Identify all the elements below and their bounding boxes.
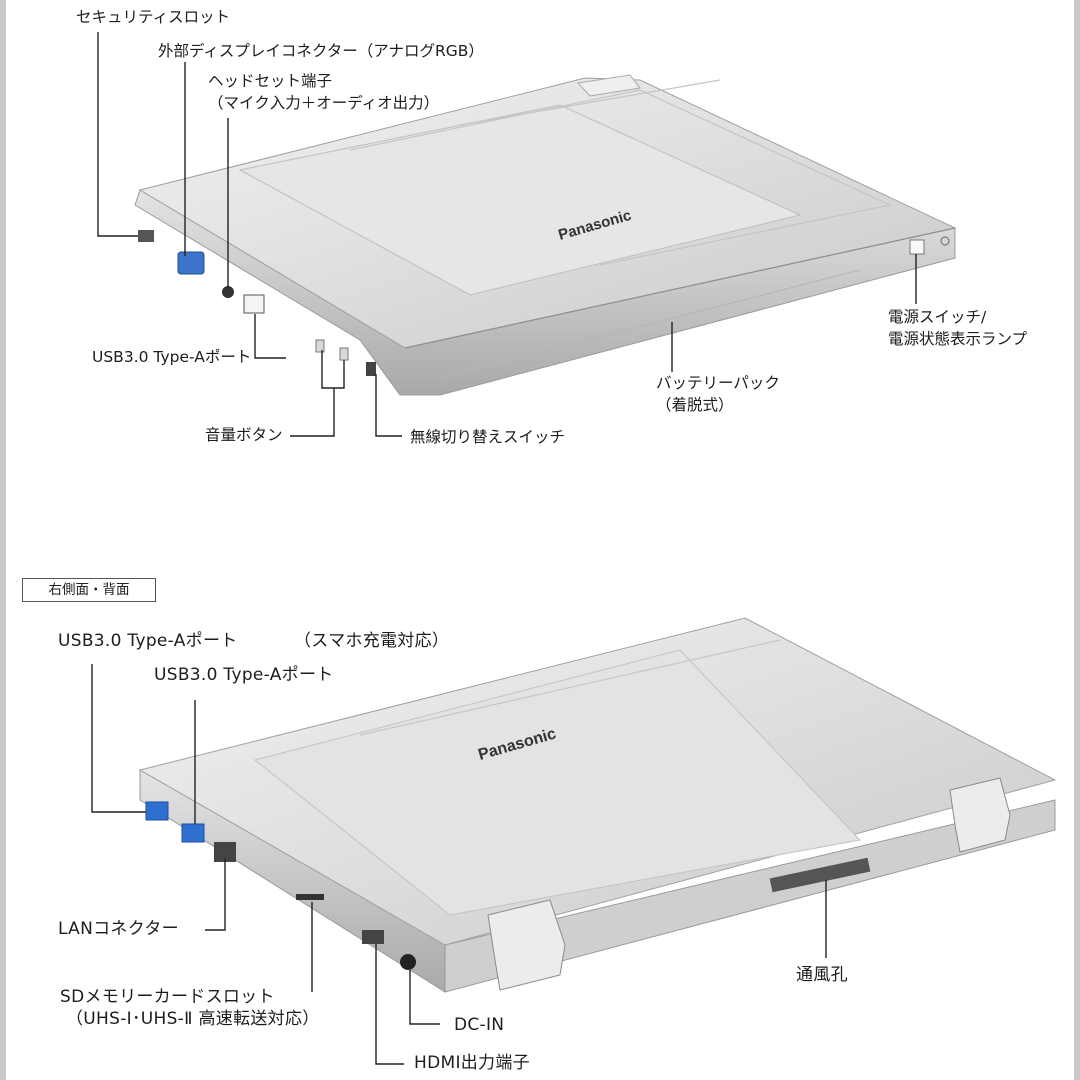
top-laptop: Panasonic	[134, 74, 957, 396]
label-lan: LANコネクター	[58, 919, 179, 939]
label-vent: 通風孔	[796, 965, 848, 985]
label-battery-line1: バッテリーパック	[656, 374, 780, 392]
usb-charge-port-icon	[145, 801, 169, 821]
label-sd-line2: （UHS-Ⅰ･UHS-Ⅱ 高速転送対応）	[66, 1009, 320, 1029]
label-sd-line1: SDメモリーカードスロット	[60, 987, 275, 1007]
vent-icon	[769, 857, 871, 893]
label-power-line1: 電源スイッチ/	[888, 308, 987, 326]
label-usb-charge: USB3.0 Type-Aポート	[58, 631, 238, 651]
label-dc-in: DC-IN	[454, 1015, 505, 1035]
label-security-slot: セキュリティスロット	[76, 8, 231, 26]
vga-port-icon	[177, 251, 205, 275]
label-power-line2: 電源状態表示ランプ	[888, 330, 1028, 348]
headset-jack-icon	[222, 286, 234, 298]
lan-port-icon	[214, 842, 236, 862]
section-tag-right-back: 右側面・背面	[22, 578, 156, 602]
sd-slot-icon	[296, 894, 324, 900]
usb-port-icon	[243, 294, 265, 314]
bottom-leader-lines	[91, 664, 827, 1065]
top-leader-lines	[97, 32, 917, 437]
label-wireless-switch: 無線切り替えスイッチ	[410, 428, 566, 446]
label-sd: SDメモリーカードスロット （UHS-Ⅰ･UHS-Ⅱ 高速転送対応）	[60, 986, 320, 1030]
volume-button-icon-2	[339, 347, 349, 361]
wireless-switch-icon	[366, 362, 376, 376]
label-power: 電源スイッチ/ 電源状態表示ランプ	[888, 306, 1027, 350]
label-usb-second: USB3.0 Type-Aポート	[154, 665, 334, 685]
label-volume-buttons: 音量ボタン	[205, 426, 283, 444]
volume-button-icon	[315, 339, 325, 353]
label-headset: ヘッドセット端子 （マイク入力＋オーディオ出力）	[208, 70, 439, 114]
bottom-laptop: Panasonic	[138, 617, 1057, 993]
label-external-display: 外部ディスプレイコネクター（アナログRGB）	[158, 42, 484, 60]
label-usb-left: USB3.0 Type-Aポート	[92, 348, 252, 366]
label-hdmi: HDMI出力端子	[414, 1053, 530, 1073]
label-headset-line2: （マイク入力＋オーディオ出力）	[208, 94, 440, 112]
hdmi-port-icon	[362, 930, 384, 944]
usb-port-2-icon	[181, 823, 205, 843]
power-switch-icon	[909, 239, 925, 255]
security-slot-icon	[138, 230, 154, 242]
label-headset-line1: ヘッドセット端子	[208, 72, 333, 90]
label-usb-charge-note: （スマホ充電対応）	[294, 631, 450, 651]
label-battery: バッテリーパック （着脱式）	[656, 372, 780, 416]
power-lamp-icon	[940, 236, 950, 246]
dc-in-icon	[400, 954, 416, 970]
label-battery-line2: （着脱式）	[656, 396, 734, 414]
